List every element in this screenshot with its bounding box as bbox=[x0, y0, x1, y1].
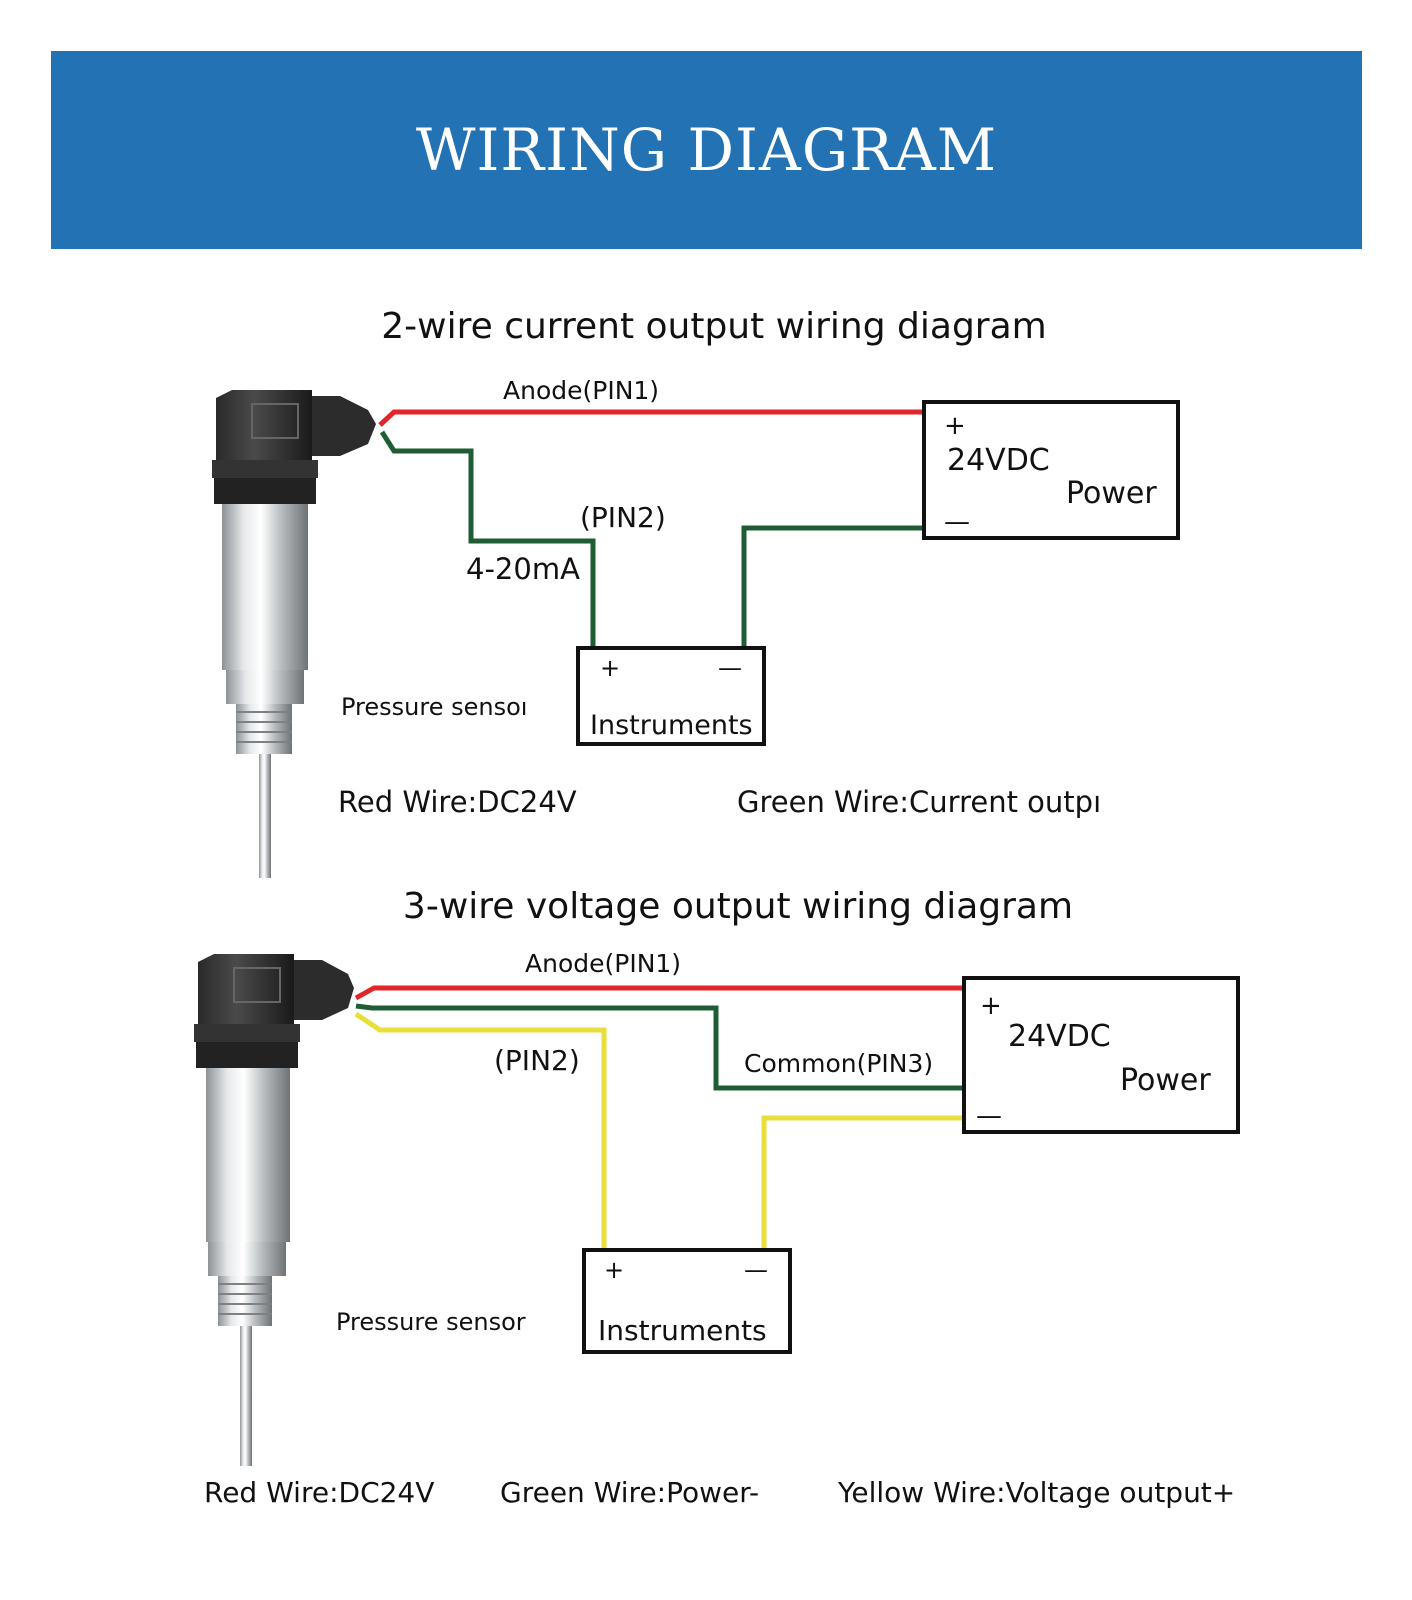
diagram2-power-minus: — bbox=[976, 1101, 1002, 1131]
diagram2-legend-red: Red Wire:DC24V bbox=[204, 1476, 434, 1509]
diagram2-power-plus: + bbox=[980, 991, 1002, 1021]
diagram2-instr-label: Instruments bbox=[598, 1314, 767, 1347]
diagram1-instruments-box bbox=[576, 646, 766, 746]
diagram2-yellow-wire-signal bbox=[354, 1011, 607, 1250]
diagram1-power-label: Power bbox=[1066, 476, 1157, 511]
diagram1-green-wire-signal bbox=[379, 430, 596, 648]
diagram2-legend-yellow: Yellow Wire:Voltage output+ bbox=[837, 1476, 1235, 1509]
diagram2-yellow-wire-return bbox=[761, 1115, 964, 1250]
diagram1-legend-red: Red Wire:DC24V bbox=[338, 785, 577, 819]
diagram2-instr-minus: — bbox=[744, 1256, 768, 1284]
diagram2-common-label: Common(PIN3) bbox=[744, 1049, 933, 1078]
diagram2-power-label: Power bbox=[1120, 1063, 1211, 1098]
diagram1-legend-green: Green Wire:Current outpı bbox=[737, 785, 1101, 819]
diagram1-current-label: 4-20mA bbox=[466, 552, 580, 586]
diagram2-instruments-box bbox=[582, 1248, 792, 1354]
diagram1-power-minus: — bbox=[944, 507, 970, 537]
diagram2-pin2-label: (PIN2) bbox=[494, 1044, 580, 1077]
diagram1-green-wire-return bbox=[741, 525, 924, 648]
diagram1-instr-label: Instruments bbox=[590, 710, 753, 741]
title-banner: WIRING DIAGRAM bbox=[51, 51, 1362, 249]
diagram1-power-voltage: 24VDC bbox=[947, 443, 1050, 478]
diagram1-heading: 2-wire current output wiring diagram bbox=[381, 306, 1047, 347]
diagram2-power-voltage: 24VDC bbox=[1008, 1019, 1111, 1054]
pressure-sensor-1-image bbox=[212, 390, 376, 878]
diagram2-heading: 3-wire voltage output wiring diagram bbox=[403, 886, 1073, 927]
diagram2-power-box bbox=[962, 976, 1240, 1134]
diagram2-green-wire bbox=[355, 1003, 964, 1091]
diagram1-sensor-label: Pressure sensoı bbox=[341, 693, 527, 721]
diagram1-power-box bbox=[922, 400, 1180, 540]
diagram1-red-wire bbox=[378, 409, 924, 427]
pressure-sensor-2-image bbox=[194, 954, 354, 1466]
diagram1-instr-minus: — bbox=[718, 654, 742, 682]
page-title: WIRING DIAGRAM bbox=[415, 116, 998, 184]
diagram2-red-wire bbox=[354, 985, 964, 1001]
diagram2-anode-label: Anode(PIN1) bbox=[525, 949, 681, 978]
diagram1-pin2-label: (PIN2) bbox=[580, 501, 666, 534]
diagram2-sensor-label: Pressure sensor bbox=[336, 1308, 526, 1336]
diagram1-anode-label: Anode(PIN1) bbox=[503, 376, 659, 405]
diagram1-instr-plus: + bbox=[600, 654, 620, 682]
diagram1-power-plus: + bbox=[944, 411, 966, 441]
diagram2-legend-green: Green Wire:Power- bbox=[500, 1476, 759, 1509]
diagram2-instr-plus: + bbox=[604, 1256, 624, 1284]
